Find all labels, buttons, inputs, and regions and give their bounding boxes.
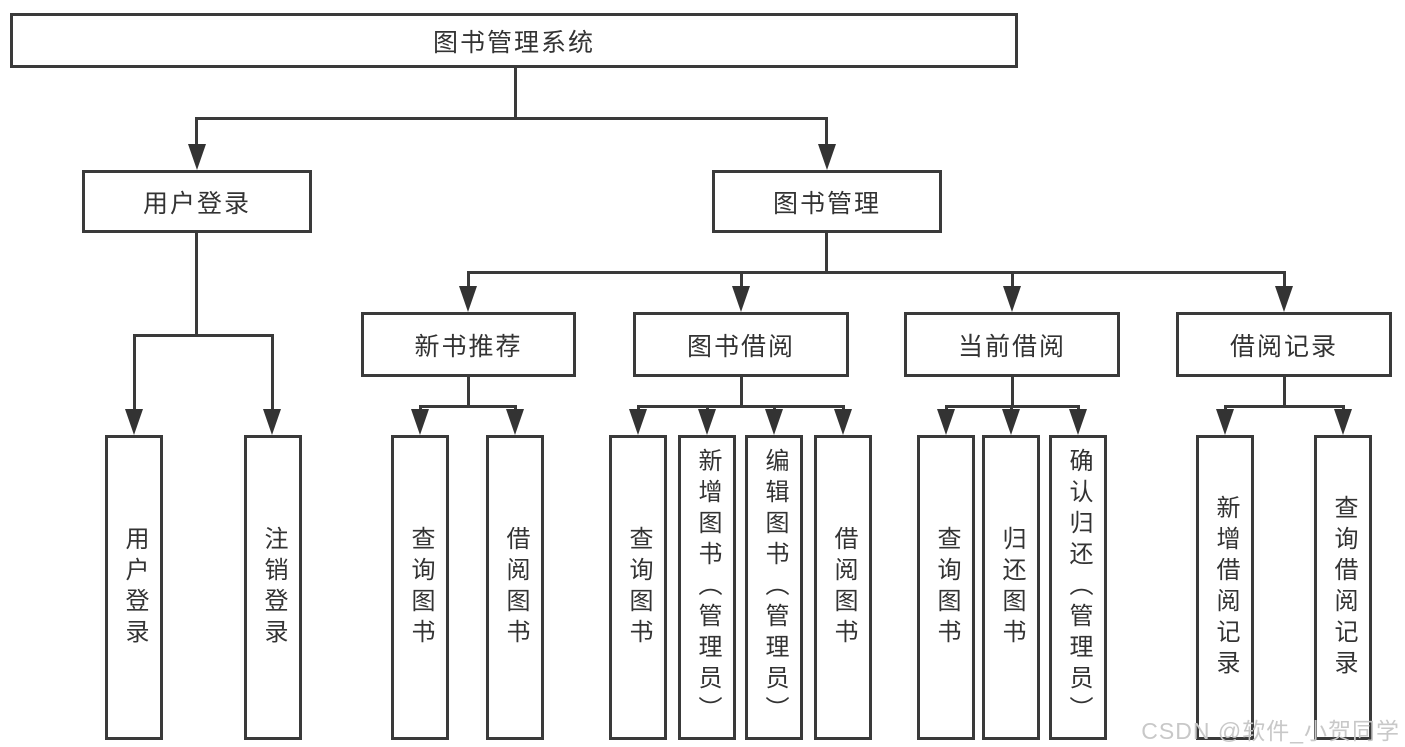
node-book-borrow-label: 图书借阅 <box>686 332 795 361</box>
csdn-watermark: CSDN @软件_小贺同学 <box>1141 718 1400 744</box>
connector-stem-leaf-logout <box>271 334 274 414</box>
leaf-return-book-label: 归还图书 <box>998 525 1025 650</box>
arrow-down-icon <box>732 286 750 312</box>
connector-book-borrow-stem <box>740 375 743 408</box>
leaf-borrow-books: 借阅图书 <box>814 435 872 740</box>
leaf-confirm-return-admin: 确认归还（管理员） <box>1049 435 1107 740</box>
node-borrow-records-label: 借阅记录 <box>1229 332 1338 361</box>
node-new-book-recommend-label: 新书推荐 <box>414 332 523 361</box>
leaf-user-login: 用户登录 <box>105 435 163 740</box>
connector-stem-book-borrow <box>740 271 743 289</box>
arrow-down-icon <box>188 144 206 170</box>
connector-user-login-stem <box>195 231 198 336</box>
leaf-add-borrow-record: 新增借阅记录 <box>1196 435 1254 740</box>
leaf-logout-label: 注销登录 <box>260 525 287 650</box>
arrow-down-icon <box>765 409 783 435</box>
connector-borrow-records-stem <box>1283 375 1286 408</box>
arrow-down-icon <box>818 144 836 170</box>
connector-new-book-hbar <box>419 405 517 408</box>
arrow-down-icon <box>263 409 281 435</box>
node-book-management-label: 图书管理 <box>772 189 881 218</box>
connector-current-borrow-stem <box>1011 375 1014 408</box>
node-root: 图书管理系统 <box>10 13 1018 68</box>
arrow-down-icon <box>1334 409 1352 435</box>
leaf-query-books-borrow-label: 查询图书 <box>625 525 652 650</box>
leaf-add-borrow-record-label: 新增借阅记录 <box>1212 494 1239 681</box>
connector-stem-borrow-records <box>1283 271 1286 289</box>
arrow-down-icon <box>1275 286 1293 312</box>
arrow-down-icon <box>411 409 429 435</box>
leaf-borrow-books-recommend: 借阅图书 <box>486 435 544 740</box>
connector-root-hbar <box>195 117 828 120</box>
arrow-down-icon <box>459 286 477 312</box>
node-user-login-label: 用户登录 <box>142 189 251 218</box>
node-root-label: 图书管理系统 <box>432 28 595 57</box>
connector-stem-leaf-login <box>133 334 136 414</box>
leaf-add-book-admin: 新增图书（管理员） <box>678 435 736 740</box>
arrow-down-icon <box>506 409 524 435</box>
connector-stem-user-login <box>195 117 198 148</box>
connector-new-book-stem <box>467 375 470 408</box>
leaf-edit-book-admin: 编辑图书（管理员） <box>745 435 803 740</box>
leaf-query-books-borrow: 查询图书 <box>609 435 667 740</box>
connector-borrow-records-hbar <box>1224 405 1345 408</box>
connector-stem-new-book <box>467 271 470 289</box>
node-user-login: 用户登录 <box>82 170 312 233</box>
leaf-return-book: 归还图书 <box>982 435 1040 740</box>
leaf-logout: 注销登录 <box>244 435 302 740</box>
connector-root-stem <box>514 66 517 119</box>
leaf-query-borrow-record: 查询借阅记录 <box>1314 435 1372 740</box>
connector-book-management-stem <box>825 231 828 274</box>
node-current-borrow-label: 当前借阅 <box>957 332 1066 361</box>
arrow-down-icon <box>698 409 716 435</box>
leaf-confirm-return-admin-label: 确认归还（管理员） <box>1065 448 1092 727</box>
connector-book-borrow-hbar <box>637 405 845 408</box>
leaf-query-borrow-record-label: 查询借阅记录 <box>1330 494 1357 681</box>
arrow-down-icon <box>629 409 647 435</box>
leaf-add-book-admin-label: 新增图书（管理员） <box>694 448 721 727</box>
leaf-query-books-recommend-label: 查询图书 <box>407 525 434 650</box>
leaf-user-login-label: 用户登录 <box>121 525 148 650</box>
node-book-borrow: 图书借阅 <box>633 312 849 377</box>
connector-user-login-hbar <box>133 334 274 337</box>
connector-book-management-hbar <box>467 271 1285 274</box>
leaf-query-books-current-label: 查询图书 <box>933 525 960 650</box>
leaf-borrow-books-label: 借阅图书 <box>830 525 857 650</box>
connector-stem-book-management <box>825 117 828 148</box>
leaf-query-books-current: 查询图书 <box>917 435 975 740</box>
arrow-down-icon <box>1002 409 1020 435</box>
node-new-book-recommend: 新书推荐 <box>361 312 576 377</box>
arrow-down-icon <box>834 409 852 435</box>
arrow-down-icon <box>1003 286 1021 312</box>
arrow-down-icon <box>125 409 143 435</box>
leaf-borrow-books-recommend-label: 借阅图书 <box>502 525 529 650</box>
node-borrow-records: 借阅记录 <box>1176 312 1392 377</box>
arrow-down-icon <box>1069 409 1087 435</box>
leaf-query-books-recommend: 查询图书 <box>391 435 449 740</box>
connector-stem-current-borrow <box>1011 271 1014 289</box>
leaf-edit-book-admin-label: 编辑图书（管理员） <box>761 448 788 727</box>
node-current-borrow: 当前借阅 <box>904 312 1120 377</box>
arrow-down-icon <box>1216 409 1234 435</box>
node-book-management: 图书管理 <box>712 170 942 233</box>
arrow-down-icon <box>937 409 955 435</box>
